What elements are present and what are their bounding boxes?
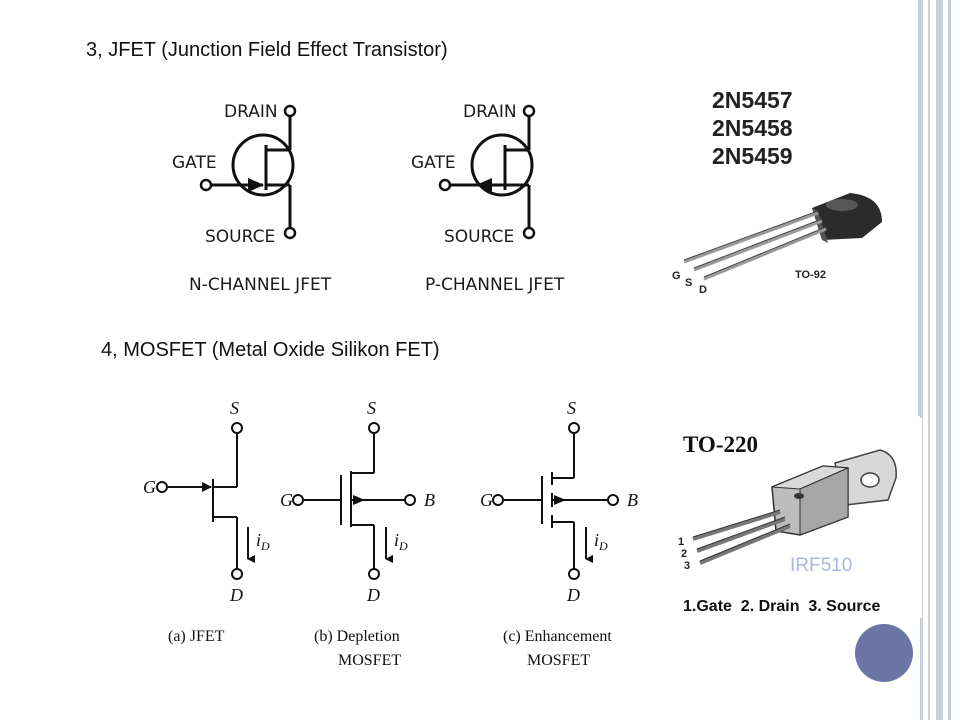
part-irf510-label: IRF510 [790, 555, 852, 576]
n-source-label: SOURCE [205, 227, 275, 247]
to220-pin-legend: 1.Gate 2. Drain 3. Source [683, 598, 881, 615]
jfet-a-current-label: iD [256, 530, 270, 553]
to92-pin-s: S [685, 277, 692, 289]
dep-gate-label: G [280, 490, 293, 510]
jfet-a-gate-label: G [143, 477, 156, 497]
to220-pin-2: 2 [681, 548, 687, 560]
enhancement-body-arrow [554, 495, 566, 505]
n-drain-label: DRAIN [224, 102, 278, 122]
dep-body-label: B [424, 490, 435, 510]
mosfet-heading: 4, MOSFET (Metal Oxide Silikon FET) [101, 339, 440, 361]
to92-pin-g: G [672, 270, 681, 282]
jfet-a-source-label: S [230, 398, 239, 418]
enh-current-label: iD [594, 530, 608, 553]
caption-c-line2: MOSFET [527, 652, 590, 669]
caption-b-line2: MOSFET [338, 652, 401, 669]
to220-pin-1: 1 [678, 536, 684, 548]
p-gate-label: GATE [411, 153, 456, 173]
to220-package-icon [692, 449, 897, 565]
part-number-2n5459: 2N5459 [712, 143, 793, 169]
enh-drain-label: D [566, 585, 580, 605]
p-channel-gate-arrow [476, 178, 492, 192]
slide-frame-inner-line [918, 0, 921, 416]
enh-body-label: B [627, 490, 638, 510]
caption-c-line1: (c) Enhancement [503, 628, 612, 645]
to92-pin-d: D [699, 284, 707, 296]
to220-pin-3: 3 [684, 560, 690, 572]
to92-package-icon [683, 193, 882, 281]
to220-title: TO-220 [683, 432, 758, 457]
jfet-a-drain-label: D [229, 585, 243, 605]
jfet-heading: 3, JFET (Junction Field Effect Transisto… [86, 39, 448, 61]
p-channel-caption: P-CHANNEL JFET [425, 275, 565, 295]
p-drain-label: DRAIN [463, 102, 517, 122]
caption-b-line1: (b) Depletion [314, 628, 400, 645]
enh-source-label: S [567, 398, 576, 418]
n-channel-gate-arrow [248, 178, 264, 192]
enhancement-mosfet-symbol [492, 422, 619, 580]
jfet-a-symbol [156, 422, 255, 580]
depletion-body-arrow [353, 495, 365, 505]
n-gate-label: GATE [172, 153, 217, 173]
dep-source-label: S [367, 398, 376, 418]
n-channel-caption: N-CHANNEL JFET [189, 275, 332, 295]
to92-package-label: TO-92 [795, 269, 826, 281]
dep-current-label: iD [394, 530, 408, 553]
caption-a: (a) JFET [168, 628, 225, 645]
enh-gate-label: G [480, 490, 493, 510]
part-number-2n5458: 2N5458 [712, 115, 793, 141]
depletion-mosfet-symbol [292, 422, 416, 580]
part-number-2n5457: 2N5457 [712, 87, 793, 113]
decorative-circle [855, 624, 913, 682]
dep-drain-label: D [366, 585, 380, 605]
slide-frame [918, 0, 960, 720]
p-source-label: SOURCE [444, 227, 514, 247]
